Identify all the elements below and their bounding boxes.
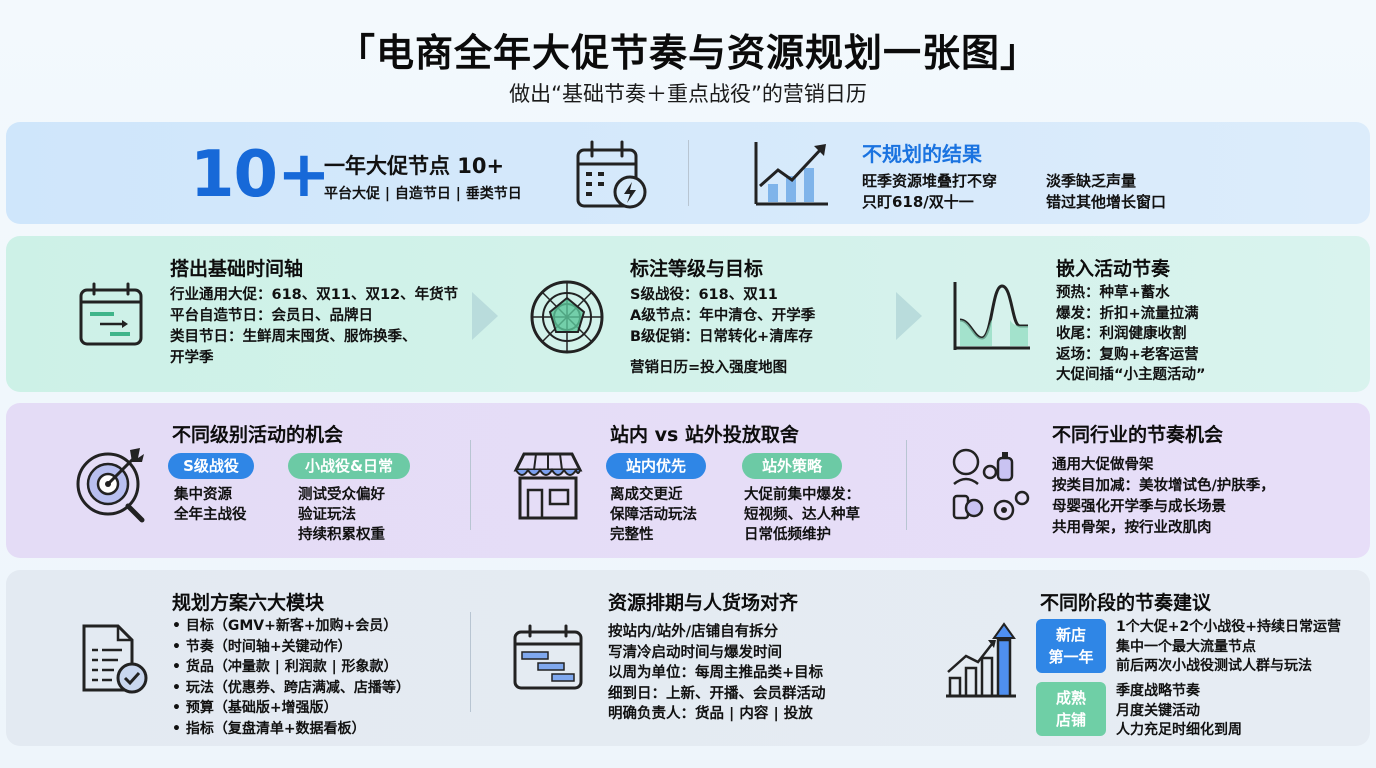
pill-offsite: 站外策略: [742, 453, 842, 479]
industry-icons: [952, 448, 1030, 521]
schedule-lines: 按站内/站外/店铺自有拆分 写清冷启动时间与爆发时间 以周为单位：每周主推品类+…: [608, 624, 826, 722]
channels-col-b: 大促前集中爆发： 短视频、达人种草 日常低频维护: [744, 487, 860, 543]
divider: [470, 440, 471, 530]
growth-bars-icon: [946, 622, 1016, 698]
rhythm-title: 嵌入活动节奏: [1056, 258, 1171, 280]
opportunity-band: [6, 403, 1370, 558]
levels-opp-col-b: 测试受众偏好 验证玩法 持续积累权重: [298, 487, 385, 543]
modules-list: • 目标（GMV+新客+加购+会员） • 节奏（时间轴+关键动作） • 货品（冲…: [172, 618, 410, 737]
levels-title: 标注等级与目标: [630, 258, 764, 280]
industry-lines: 通用大促做骨架 按类目加减：美妆增试色/护肤季， 母婴强化开学季与成长场景 共用…: [1052, 457, 1275, 536]
rhythm-lines: 预热：种草+蓄水 爆发：折扣+流量拉满 收尾：利润健康收割 返场：复购+老客运营…: [1056, 285, 1206, 383]
foundation-band: [6, 236, 1370, 392]
calendar-timeline-icon: [79, 282, 143, 346]
result-left: 旺季资源堆叠打不穿 只盯618/双十一: [862, 172, 998, 211]
stages-title: 不同阶段的节奏建议: [1040, 592, 1212, 614]
storefront-icon: [513, 452, 583, 520]
headline-sub: 平台大促 | 自造节日 | 垂类节日: [324, 186, 522, 202]
document-check-icon: [82, 624, 148, 694]
divider: [470, 612, 471, 712]
page-title: 「电商全年大促节奏与资源规划一张图」: [336, 31, 1039, 75]
wave-chart-icon: [953, 282, 1030, 350]
page-subtitle: 做出“基础节奏＋重点战役”的营销日历: [509, 82, 867, 106]
timeline-title: 搭出基础时间轴: [170, 258, 304, 280]
flow-arrow-icon: [896, 292, 922, 340]
schedule-title: 资源排期与人货场对齐: [608, 592, 799, 614]
channels-title: 站内 vs 站外投放取舍: [610, 424, 799, 446]
modules-title: 规划方案六大模块: [172, 592, 325, 614]
stage-tag-mature: 成熟店铺: [1036, 682, 1106, 736]
stage-new-lines: 1个大促+2个小战役+持续日常运营 集中一个最大流量节点 前后两次小战役测试人群…: [1116, 619, 1341, 674]
calendar-gantt-icon: [513, 624, 583, 690]
stage-tag-new: 新店第一年: [1036, 619, 1106, 673]
plan-band: [6, 570, 1370, 746]
levels-opp-col-a: 集中资源 全年主战役: [174, 487, 247, 523]
pill-onsite: 站内优先: [606, 453, 706, 479]
stage-mature-lines: 季度战略节奏 月度关键活动 人力充足时细化到周: [1116, 683, 1242, 738]
calendar-bolt-icon: [576, 140, 647, 209]
channels-col-a: 离成交更近 保障活动玩法 完整性: [610, 487, 697, 543]
divider: [906, 440, 907, 530]
divider: [688, 140, 689, 206]
result-title: 不规划的结果: [862, 142, 982, 166]
flow-arrow-icon: [472, 292, 498, 340]
trend-chart-icon: [754, 142, 828, 206]
levels-opp-title: 不同级别活动的机会: [172, 424, 344, 446]
pill-s-battle: S级战役: [168, 453, 254, 479]
timeline-lines: 行业通用大促：618、双11、双12、年货节 平台自造节日：会员日、品牌日 类目…: [170, 287, 459, 366]
industry-title: 不同行业的节奏机会: [1052, 424, 1224, 446]
radar-chart-icon: [530, 280, 604, 354]
levels-lines: S级战役：618、双11 A级节点：年中清仓、开学季 B级促销：日常转化+清库存: [630, 287, 816, 345]
target-icon: [76, 448, 145, 523]
big-number: 10+: [190, 138, 331, 212]
result-right: 淡季缺乏声量 错过其他增长窗口: [1046, 172, 1167, 211]
levels-note: 营销日历=投入强度地图: [630, 360, 788, 376]
headline: 一年大促节点 10+: [324, 154, 505, 178]
pill-small-battle: 小战役&日常: [288, 453, 410, 479]
